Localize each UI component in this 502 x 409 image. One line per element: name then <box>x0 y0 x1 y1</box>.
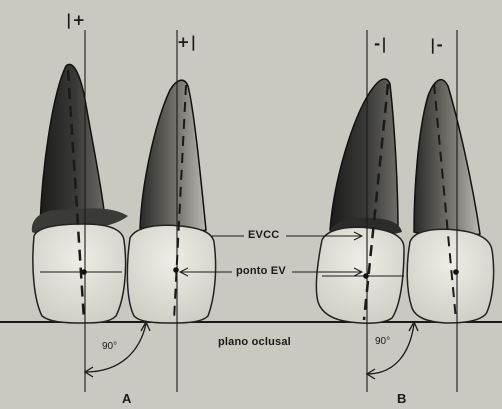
angle-a-label: 90° <box>102 342 117 352</box>
tooth-3-crown <box>316 227 404 323</box>
tooth-3-ev-point <box>363 273 369 279</box>
tooth-1-axis-mark: |+ <box>66 13 86 28</box>
tooth-2-axis-mark: +| <box>177 35 197 50</box>
tooth-2-crown <box>127 225 215 323</box>
ponto-ev-label: ponto EV <box>236 266 286 277</box>
tooth-4-crown <box>407 229 493 323</box>
tooth-4-ev-point <box>453 269 459 275</box>
panel-a-label: A <box>122 392 131 405</box>
tooth-2-ev-point <box>173 267 179 273</box>
angle-arc-b <box>367 324 414 374</box>
tooth-1-ev-point <box>81 269 87 275</box>
tooth-3-root <box>330 79 398 235</box>
tooth-4-axis-mark: |- <box>430 38 444 53</box>
tooth-3-axis-mark: -| <box>374 37 388 52</box>
tooth-4-root <box>414 80 480 238</box>
angle-b-label: 90° <box>375 337 390 347</box>
evcc-label: EVCC <box>248 230 279 241</box>
tooth-2-root <box>140 80 206 233</box>
panel-b-label: B <box>397 392 406 405</box>
plano-oclusal-label: plano oclusal <box>218 337 291 348</box>
